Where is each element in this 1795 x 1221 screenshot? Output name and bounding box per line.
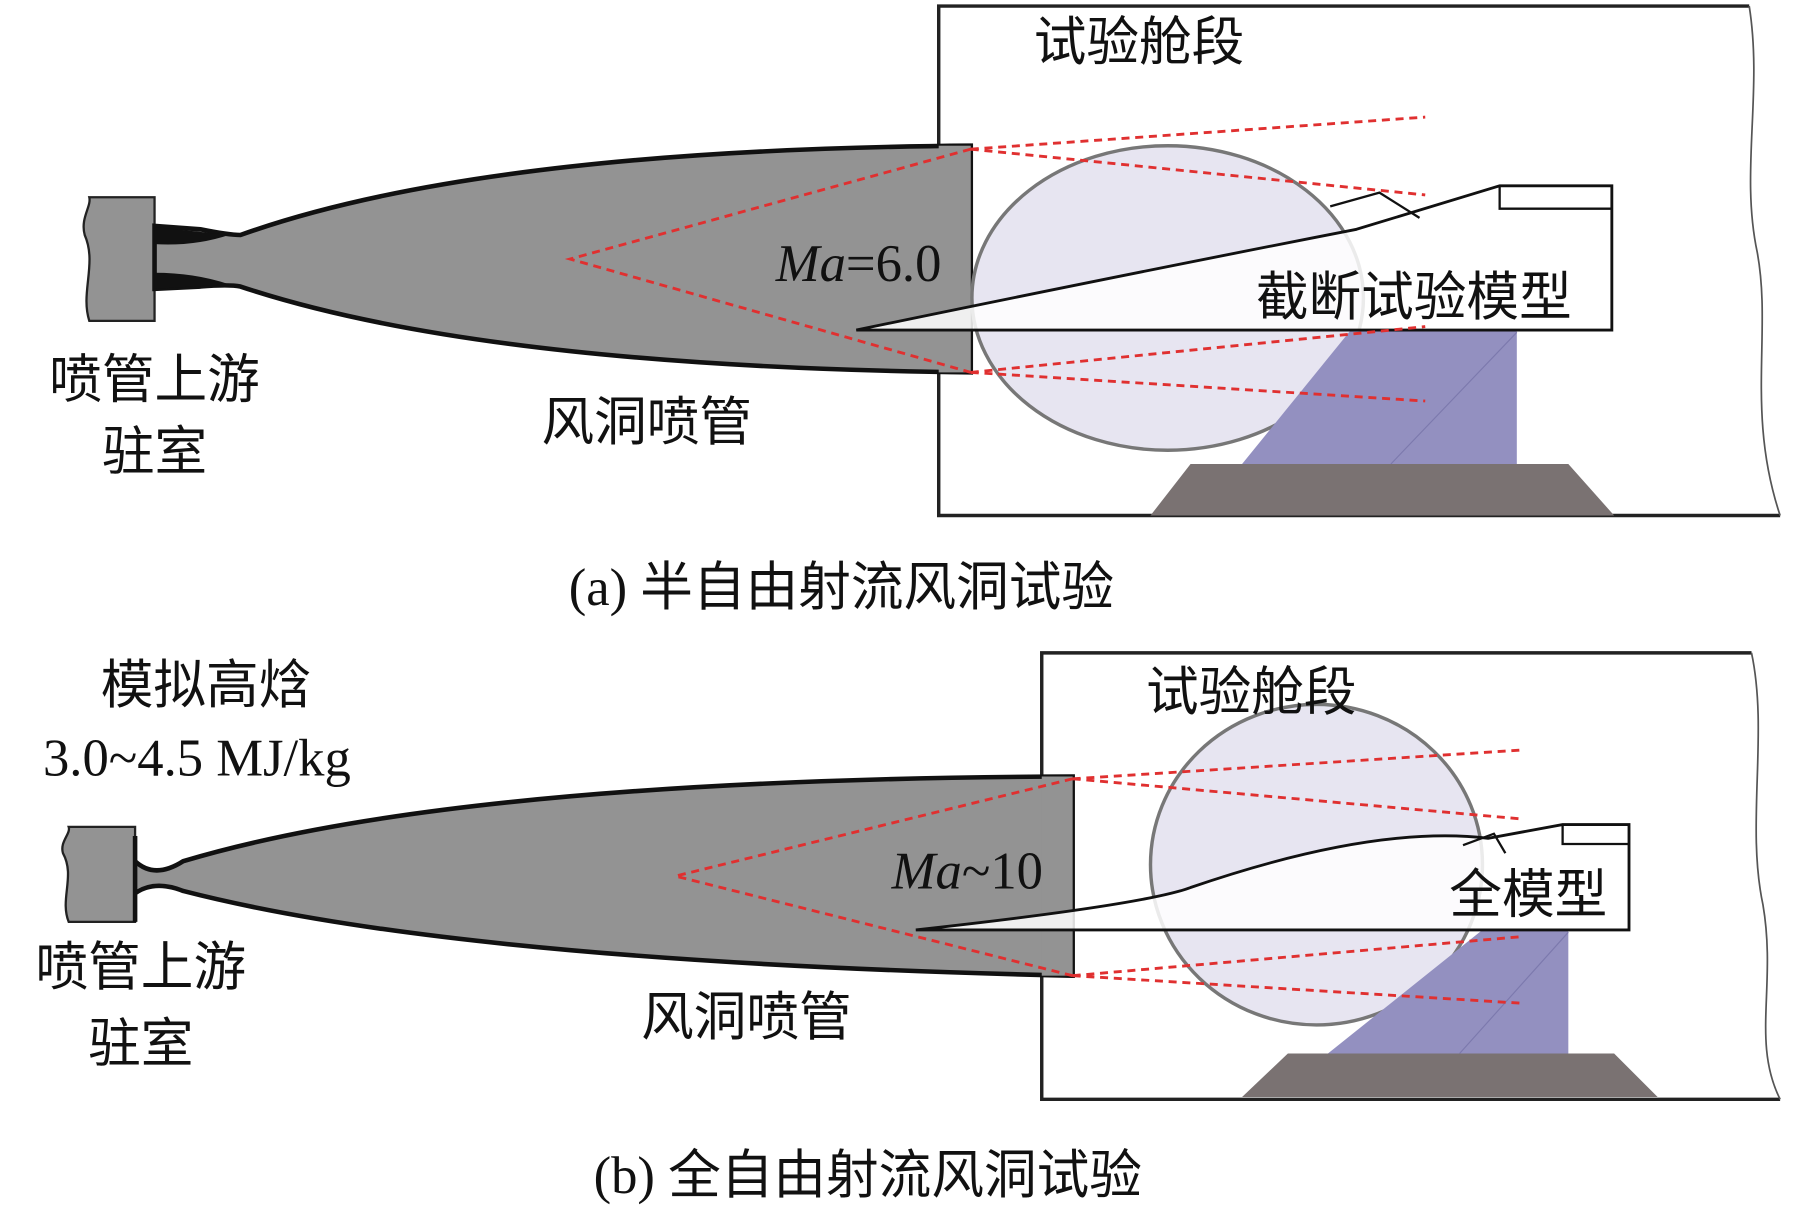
test-section-break-line xyxy=(1748,5,1781,516)
mach-value: ~10 xyxy=(962,843,1043,901)
mach-value: =6.0 xyxy=(846,235,942,293)
model-support xyxy=(1327,929,1569,1054)
settling-chamber xyxy=(82,196,156,323)
panel-a: 试验舱段 Ma=6.0 截断试验模型 喷管上游 驻室 风洞喷管 (a) 半自由射… xyxy=(49,4,1781,617)
shock-lines xyxy=(564,115,1426,403)
support-edge xyxy=(1459,931,1569,1054)
nozzle-label: 风洞喷管 xyxy=(641,989,852,1047)
mach-label: Ma=6.0 xyxy=(775,235,942,293)
mach-symbol: Ma xyxy=(891,843,962,901)
chamber-label-line2: 驻室 xyxy=(88,1016,193,1074)
caption-a: (a) 半自由射流风洞试验 xyxy=(569,559,1114,617)
model-support xyxy=(1242,330,1517,464)
support-base xyxy=(1150,463,1615,516)
mach-label: Ma~10 xyxy=(891,843,1043,901)
support-edge xyxy=(1390,331,1518,465)
test-section-break-line xyxy=(1750,652,1781,1100)
support-base xyxy=(1242,1053,1658,1098)
test-section-label: 试验舱段 xyxy=(1034,14,1245,72)
model-label: 截断试验模型 xyxy=(1256,269,1572,327)
enthalpy-label-line2: 3.0~4.5 MJ/kg xyxy=(43,729,351,787)
test-section-label: 试验舱段 xyxy=(1146,664,1357,722)
chamber-label-line1: 喷管上游 xyxy=(36,939,247,997)
nozzle-exit-flange xyxy=(938,145,971,373)
model-inlet xyxy=(1329,185,1612,219)
model-label: 全模型 xyxy=(1449,867,1607,925)
throat-dark xyxy=(154,227,229,289)
chamber-label-line2: 驻室 xyxy=(102,424,207,482)
mach-symbol: Ma xyxy=(775,235,846,293)
chamber-label-line1: 喷管上游 xyxy=(49,352,260,410)
nozzle-exit-flange xyxy=(1041,776,1073,976)
full-model xyxy=(915,823,1631,932)
nozzle-label: 风洞喷管 xyxy=(542,394,753,452)
enthalpy-label-line1: 模拟高焓 xyxy=(101,657,312,715)
settling-chamber xyxy=(61,825,137,924)
truncated-model xyxy=(855,184,1614,332)
caption-b: (b) 全自由射流风洞试验 xyxy=(594,1147,1142,1205)
shock-lines xyxy=(675,748,1521,1005)
model-inlet xyxy=(1462,824,1630,854)
panel-b: 模拟高焓 3.0~4.5 MJ/kg 试验舱段 Ma~10 全模型 喷管上游 驻… xyxy=(36,651,1781,1205)
